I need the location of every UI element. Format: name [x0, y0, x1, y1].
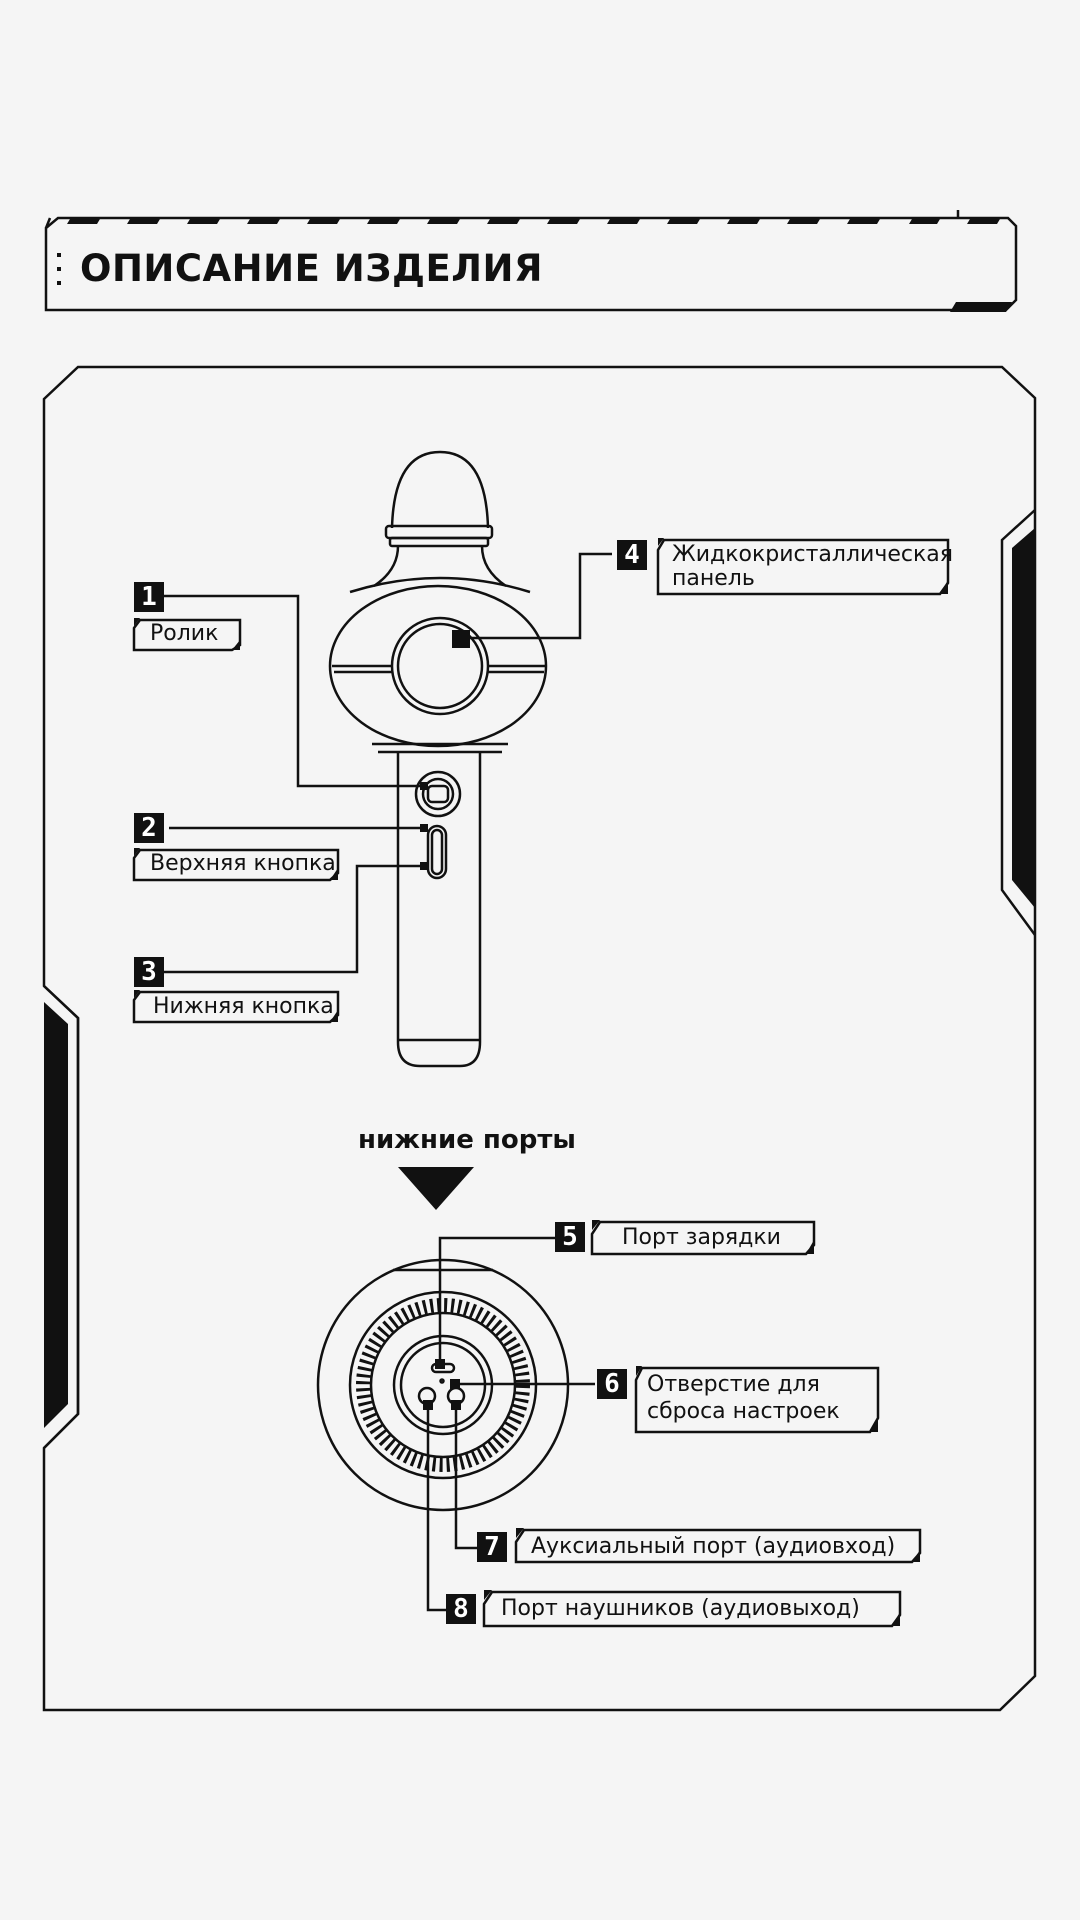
label-roller: Ролик — [150, 621, 219, 646]
label-reset-line2: сброса настроек — [647, 1399, 840, 1424]
badge-number-2: 2 — [141, 813, 157, 843]
label-reset-line1: Отверстие для — [647, 1372, 820, 1397]
header-stripes — [57, 219, 1012, 312]
label-lcd-line2: панель — [672, 566, 755, 591]
badge-7-bg — [477, 1532, 507, 1562]
side-panel-left — [44, 1002, 68, 1428]
label-top-button: Верхняя кнопка — [150, 851, 336, 876]
panel-side-rail-left — [43, 985, 80, 1449]
badge-6-bg — [597, 1369, 627, 1399]
badge-number-8: 8 — [453, 1594, 469, 1624]
badge-number-3: 3 — [141, 957, 157, 987]
leader-terminals — [420, 630, 470, 1410]
label-charging-port: Порт зарядки — [622, 1225, 781, 1250]
leader-lines — [163, 552, 612, 1612]
label-aux-port: Аукс​иальный порт (аудиовход) — [531, 1534, 896, 1559]
badge-number-6: 6 — [604, 1369, 620, 1399]
page-title: ОПИСАНИЕ ИЗДЕЛИЯ — [80, 247, 543, 290]
label-lcd-line1: Жидкокристаллическая — [672, 542, 953, 567]
side-panel-right — [1012, 528, 1035, 908]
tag-accents — [134, 538, 948, 1626]
down-arrow-icon — [398, 1167, 474, 1210]
badge-5-bg — [555, 1222, 585, 1252]
panel-frame — [42, 365, 1037, 1712]
badge-number-1: 1 — [141, 582, 157, 612]
badge-number-5: 5 — [562, 1222, 578, 1252]
badge-number-7: 7 — [484, 1532, 500, 1562]
badge-3-bg — [134, 957, 164, 987]
bottom-ports-heading: нижние порты — [358, 1125, 576, 1155]
panel-side-rail-right — [1000, 509, 1037, 936]
badge-8-bg — [446, 1594, 476, 1624]
badge-2-bg — [134, 813, 164, 843]
label-bottom-button: Нижняя кнопка — [153, 994, 334, 1019]
header-frame — [44, 210, 1018, 312]
microphone-illustration — [328, 450, 548, 1068]
badge-number-4: 4 — [624, 540, 640, 570]
badge-4-bg — [617, 540, 647, 570]
label-headphone-port: Порт наушников (аудиовыход) — [501, 1596, 860, 1621]
badge-1-bg — [134, 582, 164, 612]
